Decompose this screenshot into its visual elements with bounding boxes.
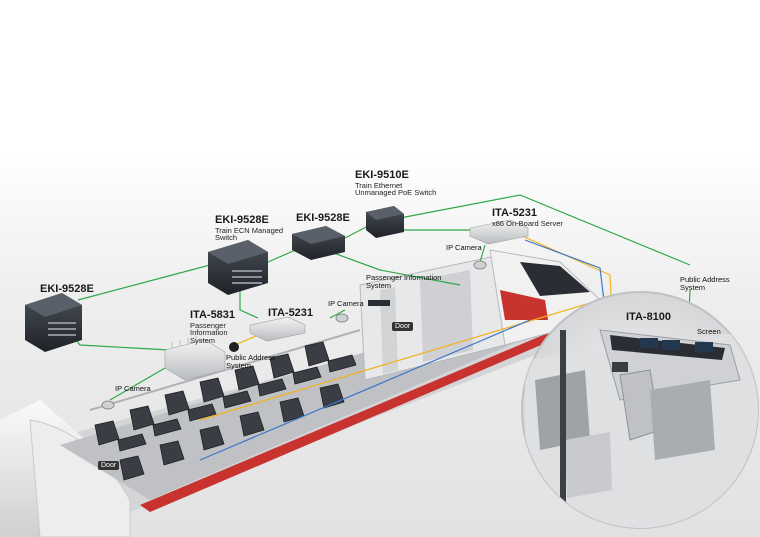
label-pa-right: Public Address System [680, 276, 730, 292]
label-pa-right-line2: System [680, 282, 706, 292]
link-pis-blue [199, 319, 531, 461]
camera-left [101, 400, 115, 410]
link-right-switch-to-poe-switch [344, 224, 371, 239]
label-eki9528e-mid-sub1: Train ECN Managed [215, 225, 284, 235]
label-ita5831-sub3: System [190, 336, 216, 346]
camera-mid [335, 313, 349, 323]
pis-display [368, 300, 390, 306]
device-eki9528e-mid [208, 240, 268, 295]
link-right-switch-to-pis [319, 247, 461, 286]
label-ita5831-sub1: Passenger [190, 320, 226, 330]
device-ita5231-mid [249, 316, 306, 342]
device-eki9510e [366, 206, 404, 238]
label-ita5231-mid: ITA-5231 [268, 307, 314, 319]
device-ita5231-top [469, 219, 529, 245]
label-door-rear: Door [98, 461, 120, 470]
label-eki9510e-sub1: Train Ethernet [355, 180, 403, 190]
device-eki9528e-right [292, 226, 345, 260]
label-ita5231-top: ITA-5231 x86 On-Board Server [492, 207, 563, 228]
label-eki9510e-sub2: Unmanaged PoE Switch [355, 188, 437, 198]
label-eki9528e-mid-title: EKI-9528E [215, 214, 269, 226]
label-door-front: Door [392, 322, 414, 331]
label-ip-camera-left: IP Camera [115, 384, 151, 393]
label-ita5831: ITA-5831 Passenger Information System [190, 309, 236, 346]
label-eki9528e-right: EKI-9528E [296, 212, 350, 224]
cab-cabinet-right [650, 380, 715, 460]
label-ita5231-top-title: ITA-5231 [492, 207, 538, 219]
label-ita8100: ITA-8100 [626, 311, 672, 323]
camera-top [473, 260, 487, 270]
label-eki9510e-title: EKI-9510E [355, 169, 409, 181]
link-left-camera [109, 367, 166, 401]
link-left-switch-to-mid-switch [77, 264, 211, 301]
label-eki9528e-mid-sub2: Switch [215, 233, 238, 243]
link-poe-switch-to-pa-right [399, 194, 691, 266]
label-ip-camera-top: IP Camera [446, 243, 482, 252]
ita8100-box [612, 362, 628, 372]
label-pis-line2: System [366, 280, 392, 290]
label-screen: Screen [697, 327, 721, 336]
label-eki9528e-mid: EKI-9528E Train ECN Managed Switch [215, 214, 284, 243]
device-eki9528e-left [25, 293, 82, 352]
label-ita5831-sub2: Information [190, 328, 228, 338]
label-pa-left-line2: System [226, 360, 252, 370]
label-pa-right-line1: Public Address [680, 275, 730, 284]
label-pis-line1: Passenger Information [366, 273, 442, 282]
label-ita5231-top-sub1: x86 On-Board Server [492, 218, 563, 228]
label-ita5831-title: ITA-5831 [190, 309, 236, 321]
cab-magnifier [521, 291, 759, 529]
link-mid-camera [329, 309, 346, 319]
label-pa-left: Public Address System [226, 354, 276, 370]
label-eki9510e: EKI-9510E Train Ethernet Unmanaged PoE S… [355, 169, 437, 198]
label-eki9528e-left: EKI-9528E [40, 283, 94, 295]
speaker-pa-left [229, 342, 239, 352]
link-server-to-camera [479, 244, 486, 263]
label-pa-left-line1: Public Address [226, 353, 276, 362]
console-screens [640, 338, 713, 352]
label-pis: Passenger Information System [366, 274, 441, 290]
link-cab-to-pa-yellow [199, 299, 601, 421]
label-ip-camera-mid: IP Camera [328, 299, 364, 308]
device-ita5831 [164, 336, 226, 381]
